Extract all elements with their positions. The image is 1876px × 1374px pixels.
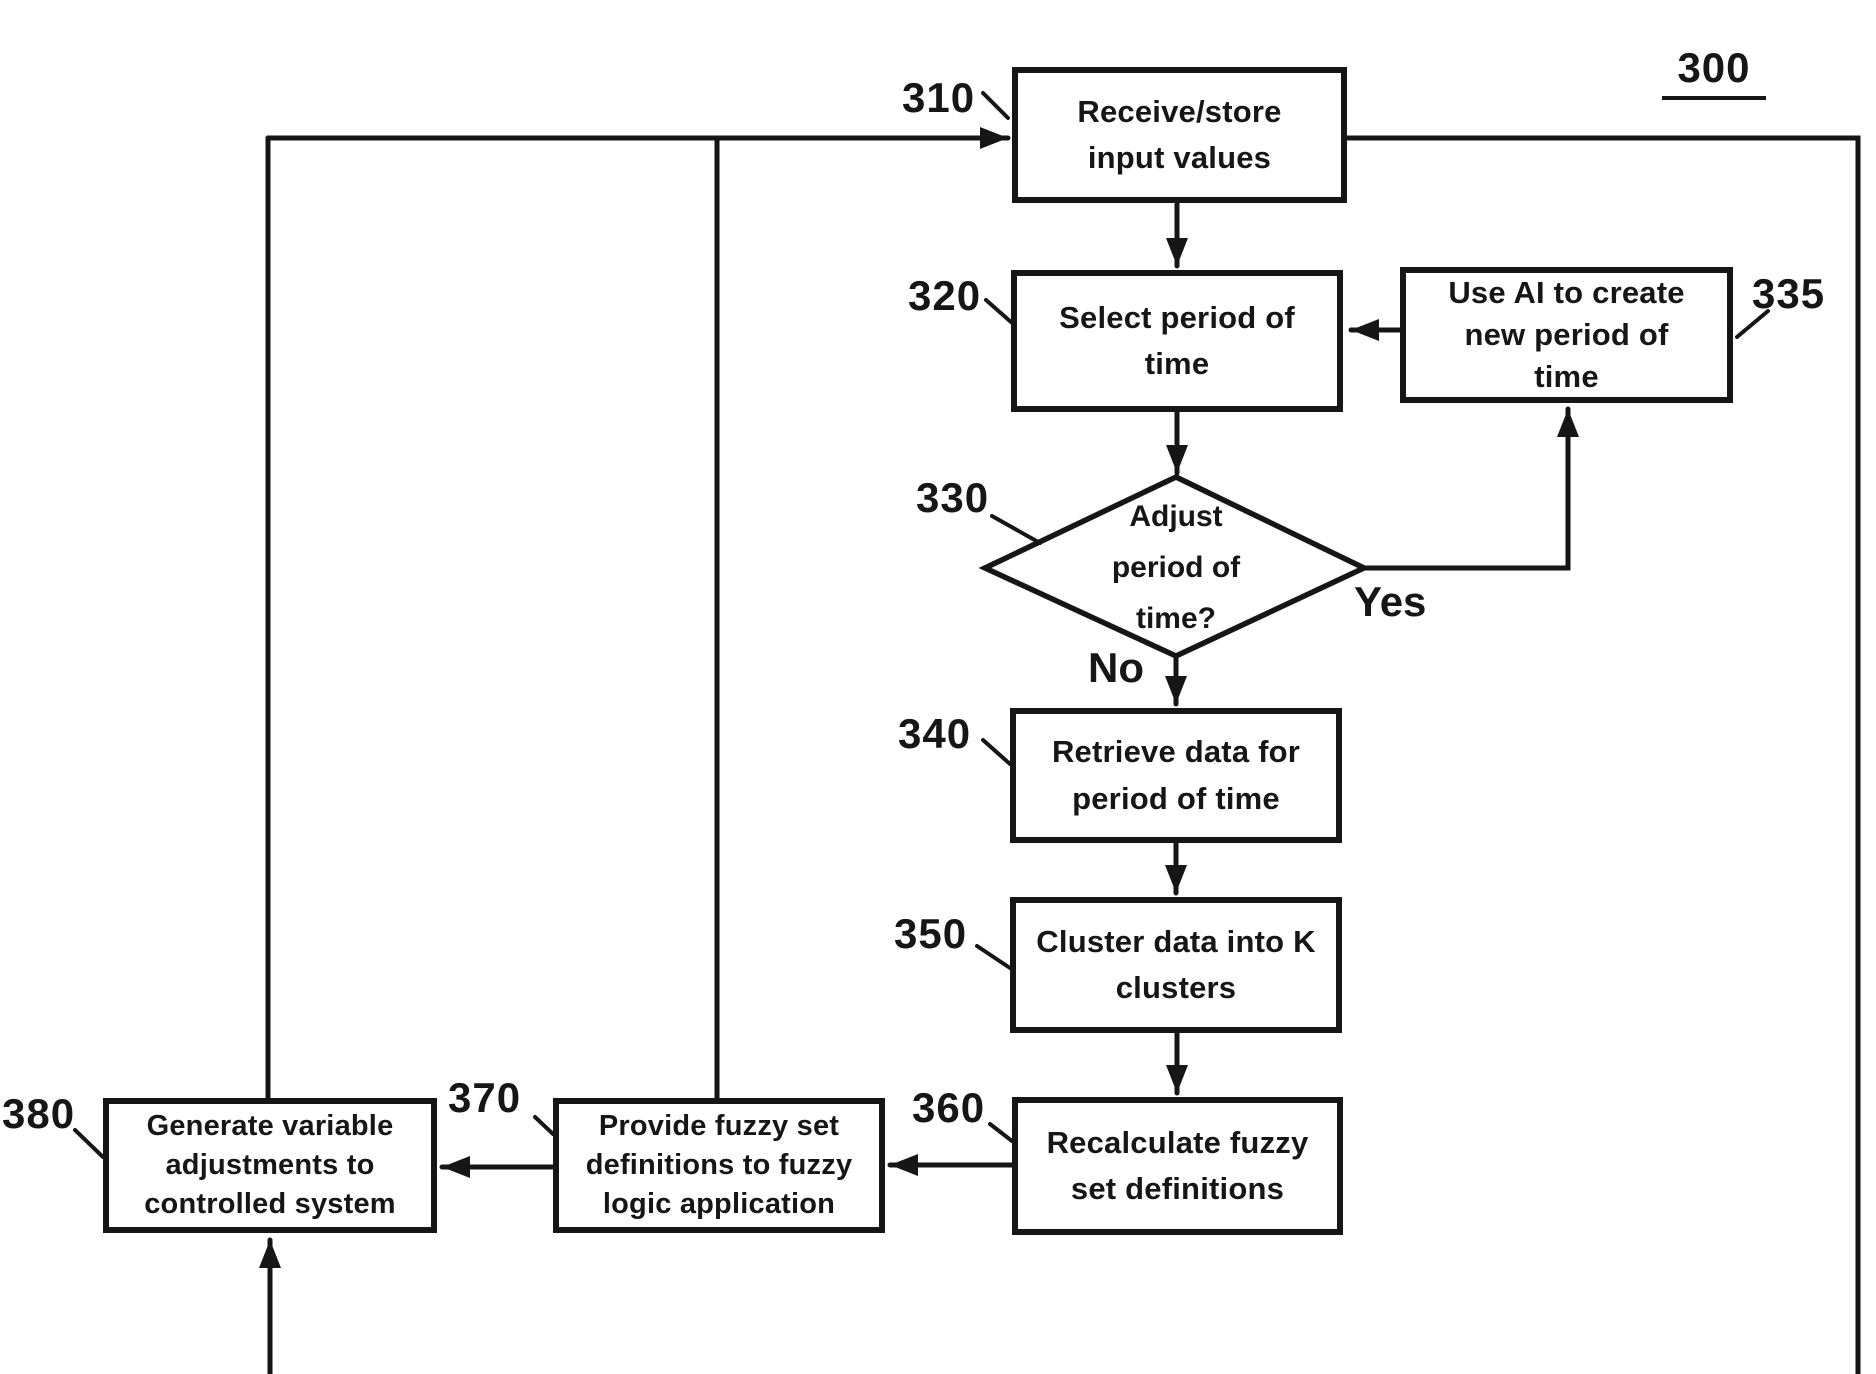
- decision-diamond-330: [978, 473, 1371, 660]
- edge-310-right-rail: [1344, 135, 1861, 1374]
- ref-label-350: 350: [894, 910, 968, 957]
- tick-350: [975, 944, 1012, 970]
- ref-label-380: 380: [2, 1090, 76, 1137]
- flowchart-box-350: Cluster data into K clusters: [1010, 897, 1342, 1033]
- ref-label-370: 370: [448, 1074, 522, 1121]
- box-380-text: Generate variable adjustments to control…: [144, 1109, 396, 1221]
- flowchart-box-320: Select period of time: [1011, 270, 1343, 412]
- ref-label-310: 310: [902, 74, 976, 121]
- tick-380: [73, 1128, 105, 1159]
- tick-320: [984, 298, 1013, 324]
- box-310-text: Receive/store input values: [1077, 93, 1282, 176]
- box-340-text: Retrieve data for period of time: [1051, 734, 1301, 816]
- flowchart-box-380: Generate variable adjustments to control…: [103, 1098, 437, 1233]
- decision-330-text: Adjust period of time?: [1111, 499, 1241, 635]
- flowchart-box-360: Recalculate fuzzy set definitions: [1012, 1097, 1343, 1235]
- flowchart-box-340: Retrieve data for period of time: [1010, 708, 1342, 843]
- tick-360: [988, 1122, 1014, 1143]
- branch-label-no: No: [1088, 644, 1144, 691]
- flowchart-box-310: Receive/store input values: [1012, 67, 1347, 203]
- box-320-text: Select period of time: [1059, 299, 1295, 382]
- edge-330-yes-335: [1361, 406, 1579, 571]
- box-350-text: Cluster data into K clusters: [1036, 923, 1316, 1006]
- tick-310: [981, 91, 1010, 120]
- branch-label-yes: Yes: [1354, 578, 1427, 625]
- tick-330: [990, 514, 1042, 545]
- box-370-text: Provide fuzzy set definitions to fuzzy l…: [585, 1109, 853, 1221]
- tick-370: [533, 1115, 555, 1136]
- ref-label-340: 340: [898, 710, 972, 757]
- tick-335: [1735, 309, 1770, 339]
- ref-label-320: 320: [908, 272, 982, 319]
- ref-label-335: 335: [1752, 270, 1826, 317]
- flowchart-box-370: Provide fuzzy set definitions to fuzzy l…: [553, 1098, 885, 1233]
- figure-number: 300: [1662, 44, 1766, 100]
- flowchart-box-335: Use AI to create new period of time: [1400, 267, 1733, 403]
- tick-340: [981, 738, 1012, 766]
- box-335-text: Use AI to create new period of time: [1448, 275, 1685, 394]
- ref-label-330: 330: [916, 474, 990, 521]
- ref-label-360: 360: [912, 1084, 986, 1131]
- box-360-text: Recalculate fuzzy set definitions: [1046, 1124, 1309, 1207]
